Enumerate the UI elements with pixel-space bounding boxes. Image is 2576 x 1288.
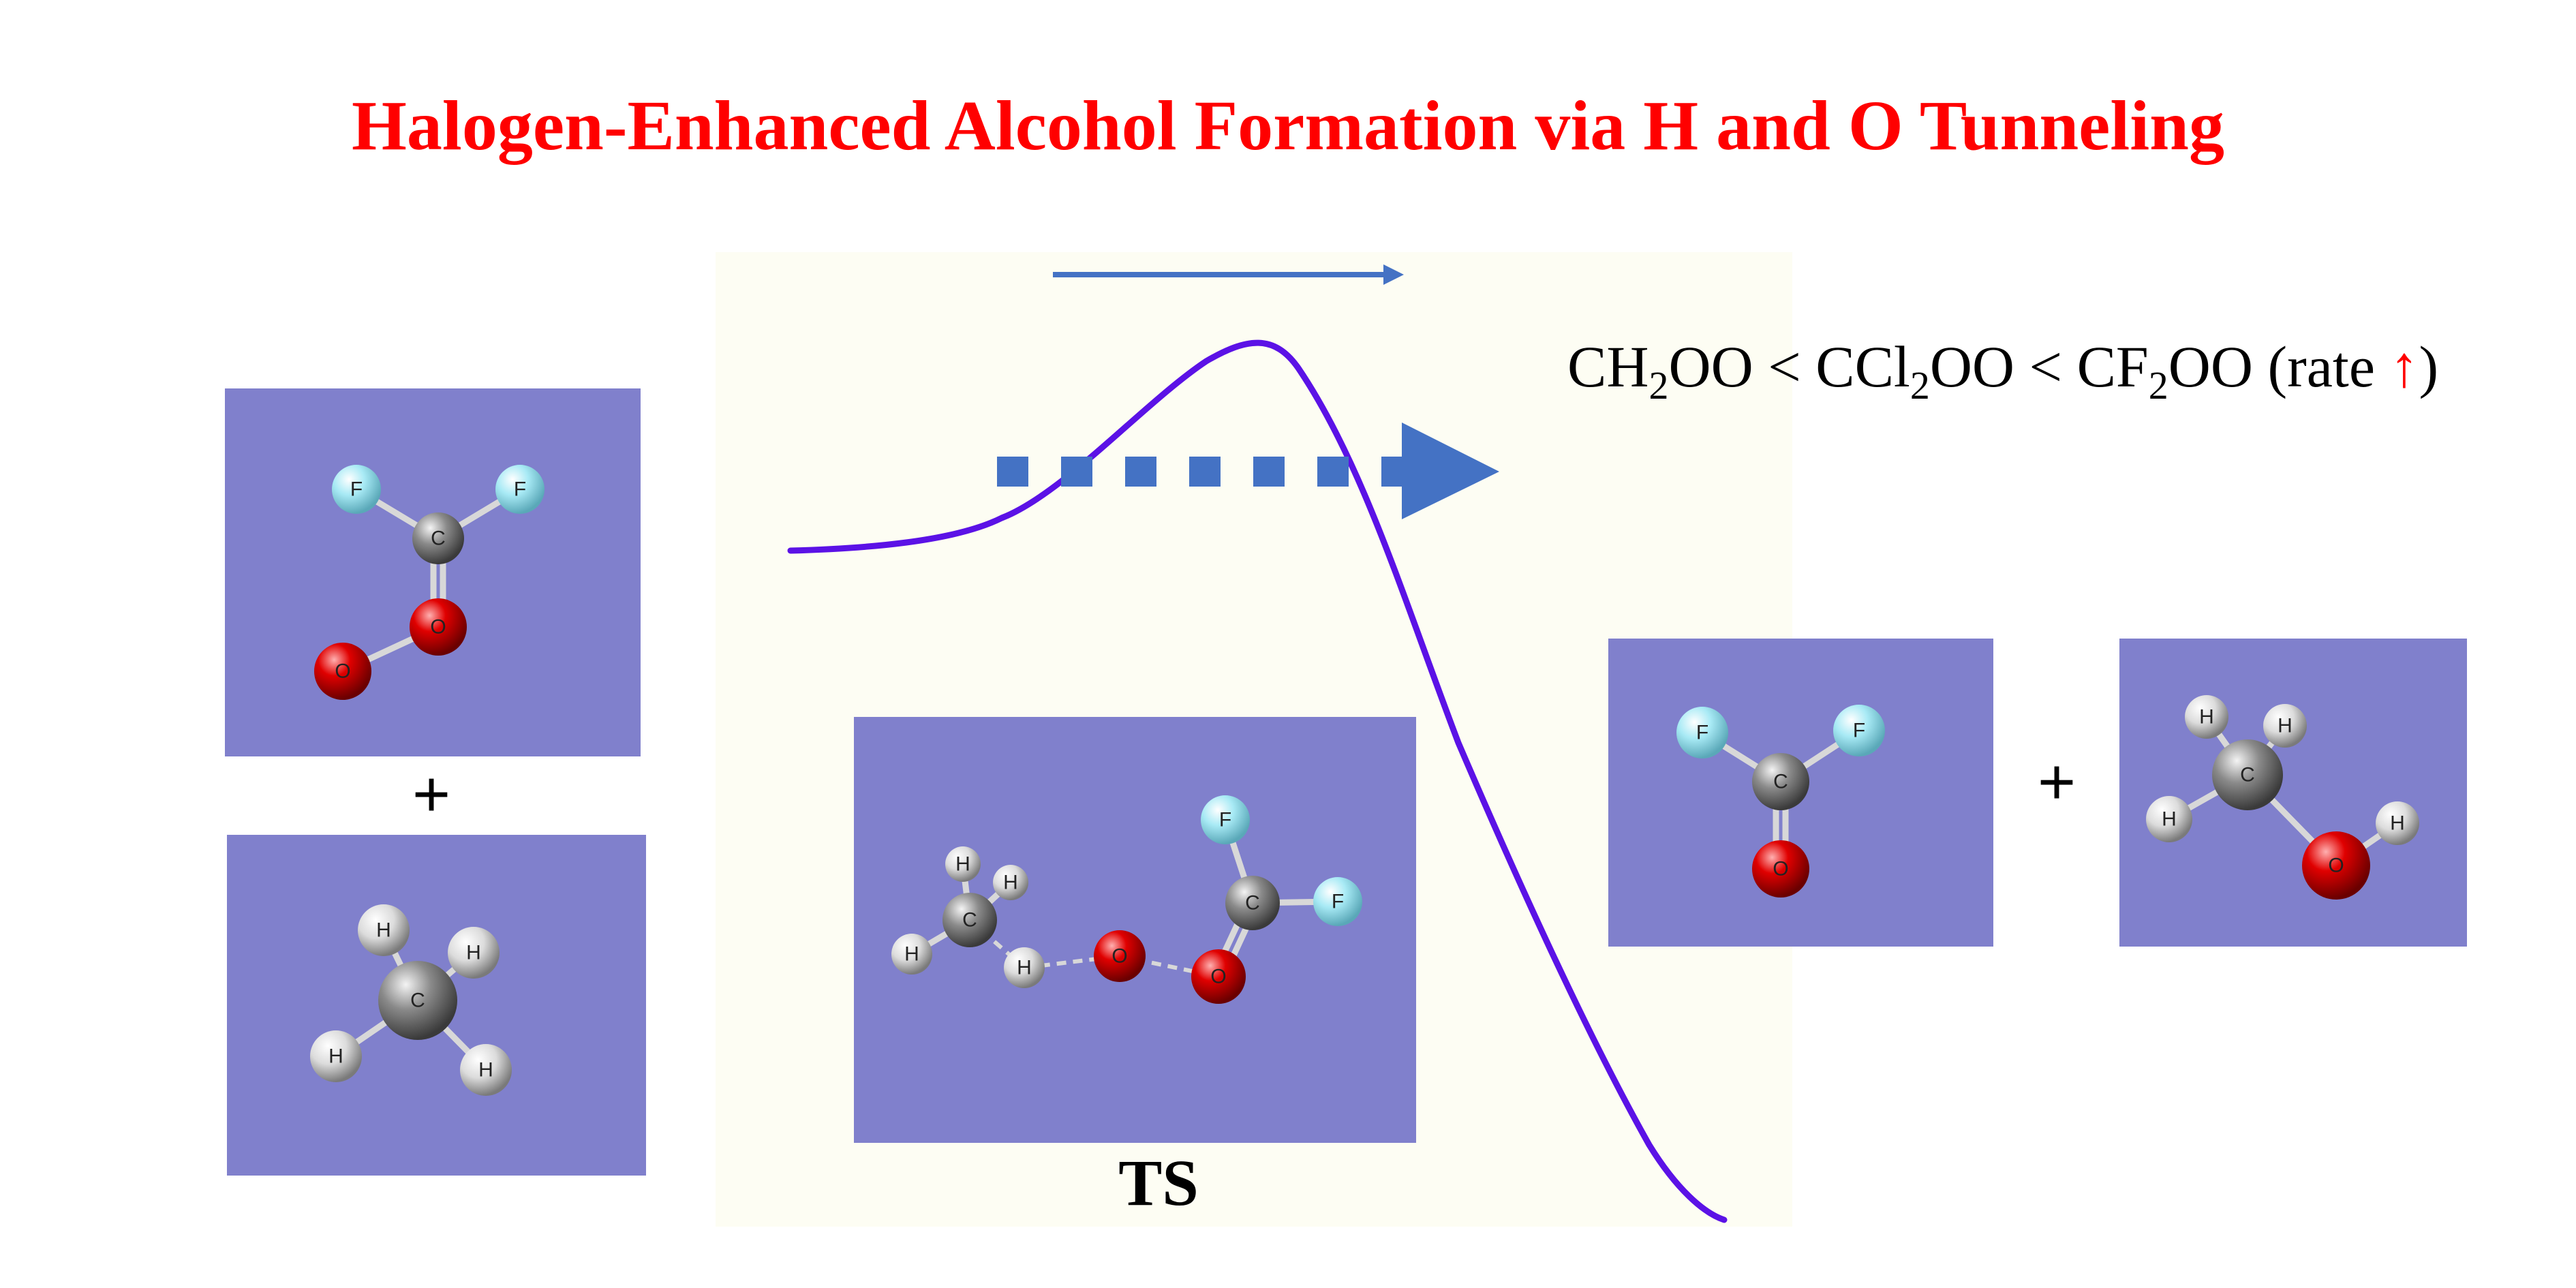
atom-h xyxy=(891,934,932,975)
molecule-methane: C H H H H xyxy=(310,904,512,1096)
atom-o xyxy=(410,598,467,656)
rate-less-than-1: < xyxy=(1768,334,1801,399)
atom-h xyxy=(945,846,981,882)
atom-label: C xyxy=(1245,892,1260,915)
atom-o xyxy=(1752,840,1809,898)
reaction-direction-arrow-icon xyxy=(1053,264,1404,285)
atom-h xyxy=(310,1030,362,1082)
rate-less-than-2: < xyxy=(2029,334,2063,399)
atom-label: O xyxy=(430,616,446,639)
molecule-cf2oo-reactant: F F C O O xyxy=(314,465,545,700)
atom-label: H xyxy=(2162,808,2177,831)
atom-h xyxy=(1004,947,1045,988)
molecule-cf2o-product: F F C O xyxy=(1676,705,1885,898)
tunneling-arrow-icon xyxy=(997,423,1499,519)
atom-h xyxy=(2146,796,2192,842)
atom-label: F xyxy=(1219,809,1231,831)
atom-label: H xyxy=(1003,872,1018,894)
molecule-methanol-product: H H C H O H xyxy=(2146,695,2419,900)
atom-f xyxy=(1313,877,1362,926)
atom-label: H xyxy=(955,853,970,876)
atom-label: C xyxy=(962,909,977,932)
atom-label: O xyxy=(1111,945,1127,968)
rate-species-ch2oo: CH2OO xyxy=(1567,334,1753,408)
product-methanol-panel xyxy=(2119,639,2467,947)
atom-label: C xyxy=(2240,764,2255,786)
atom-c xyxy=(1752,753,1809,810)
atom-label: H xyxy=(2199,706,2214,729)
atom-label: H xyxy=(904,943,919,966)
atom-o xyxy=(1094,930,1146,982)
atom-o xyxy=(2302,831,2370,900)
bond-line xyxy=(968,918,1026,970)
atom-label: H xyxy=(2390,812,2405,835)
atom-c xyxy=(1225,876,1280,930)
atom-label: H xyxy=(328,1045,343,1068)
rate-increase-arrow-icon: ↑ xyxy=(2389,334,2419,399)
atom-o xyxy=(1191,949,1246,1004)
atom-c xyxy=(2212,739,2283,810)
atom-label: H xyxy=(376,919,391,942)
ts-label: TS xyxy=(1118,1146,1199,1219)
atom-label: H xyxy=(466,942,481,964)
atom-f xyxy=(1833,705,1885,756)
atom-f xyxy=(332,465,381,514)
atom-label: O xyxy=(1773,858,1788,880)
atom-h xyxy=(448,927,500,979)
atom-label: O xyxy=(2328,855,2344,877)
atom-label: F xyxy=(350,478,363,501)
rate-suffix: (rate ↑) xyxy=(2267,334,2439,399)
rate-species-cf2oo: CF2OO xyxy=(2076,334,2253,408)
atom-label: C xyxy=(1773,771,1788,793)
atom-h xyxy=(2376,801,2419,845)
atom-c xyxy=(378,961,457,1040)
atom-c xyxy=(942,893,997,947)
atom-label: F xyxy=(1332,891,1344,913)
molecule-transition-state: H H C H H O O C F F xyxy=(891,795,1362,1004)
atom-label: F xyxy=(514,478,526,501)
atom-c xyxy=(412,512,464,564)
atom-label: H xyxy=(478,1059,493,1082)
page-title: Halogen-Enhanced Alcohol Formation via H… xyxy=(352,87,2224,165)
atom-label: C xyxy=(410,990,425,1012)
rate-order-equation: CH2OO < CCl2OO < CF2OO (rate ↑) xyxy=(1567,333,2438,408)
product-plus-sign: + xyxy=(2038,746,2076,818)
atom-f xyxy=(495,465,545,514)
atom-h xyxy=(358,904,410,956)
energy-profile-curve xyxy=(787,339,1728,1223)
atom-label: F xyxy=(1696,722,1708,744)
atom-h xyxy=(2263,704,2307,748)
atom-h xyxy=(2185,695,2228,739)
reactant-plus-sign: + xyxy=(412,758,451,831)
atom-label: O xyxy=(335,660,350,683)
atom-o xyxy=(314,643,371,700)
atom-f xyxy=(1201,795,1250,844)
atom-label: F xyxy=(1853,720,1865,742)
rate-species-ccl2oo: CCl2OO xyxy=(1815,334,2015,408)
atom-f xyxy=(1676,707,1728,758)
atom-label: H xyxy=(2278,715,2293,737)
atom-h xyxy=(460,1044,512,1096)
atom-h xyxy=(993,865,1028,900)
atom-label: C xyxy=(431,527,446,550)
atom-label: O xyxy=(1210,966,1226,988)
atom-label: H xyxy=(1017,957,1032,979)
